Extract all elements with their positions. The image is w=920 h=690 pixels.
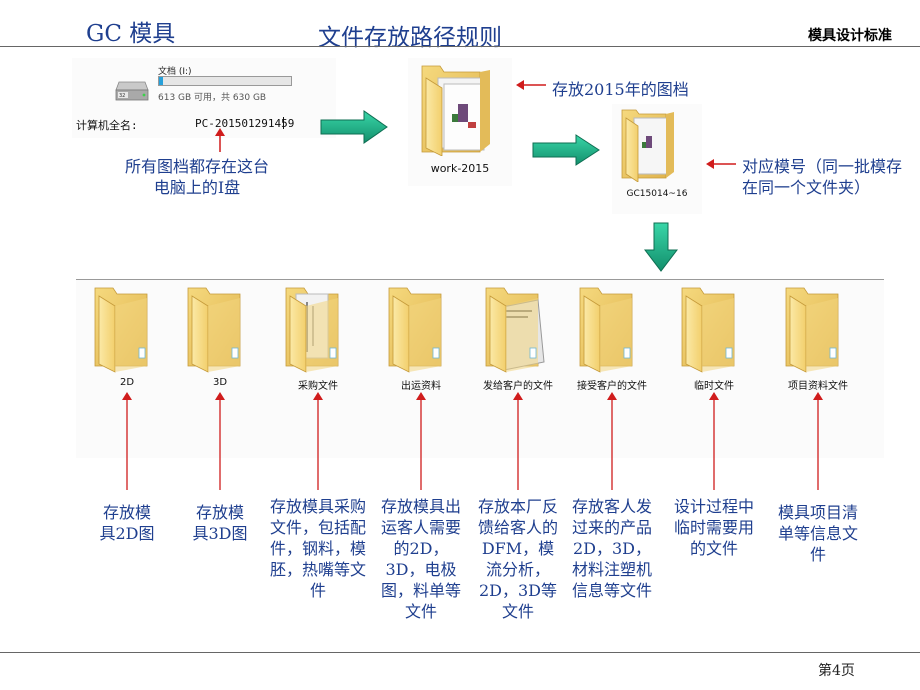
folder-icon[interactable]: [776, 286, 860, 374]
footer-divider: [0, 652, 920, 653]
computer-name-value: PC-201501291459: [195, 117, 295, 130]
standard-label: 模具设计标准: [808, 28, 892, 44]
text-cursor: [283, 117, 284, 129]
folder-description: 设计过程中临时需要用的文件: [673, 497, 754, 558]
folder-description: 存放客人发过来的产品2D，3D，材料注塑机信息等文件: [571, 497, 652, 600]
svg-text:32: 32: [119, 93, 125, 99]
mold-folder-icon[interactable]: [620, 108, 680, 182]
folder-description: 存放模具采购文件，包括配件，钢料，模胚，热嘴等文件: [269, 497, 366, 600]
folder-description: 存放模具3D图: [192, 503, 248, 543]
work-folder-label: work-2015: [430, 162, 490, 175]
folder-label: 2D: [119, 377, 135, 388]
folder-label: 出运资料: [401, 381, 441, 392]
red-arrow-up-icon: [312, 392, 324, 490]
folder-label: 项目资料文件: [788, 381, 848, 392]
red-arrow-up-icon: [606, 392, 618, 490]
folder-description: 模具项目清单等信息文件: [777, 503, 858, 564]
red-arrow-left-icon: [516, 78, 546, 92]
flow-arrow-right-icon: [320, 110, 388, 144]
red-arrow-up-icon: [512, 392, 524, 490]
folder-icon[interactable]: [85, 286, 169, 374]
folder-icon[interactable]: [276, 286, 360, 374]
folder-icon[interactable]: [570, 286, 654, 374]
work-note: 存放2015年的图档: [552, 80, 689, 99]
red-arrow-left-icon: [706, 157, 736, 171]
folder-icon[interactable]: [672, 286, 756, 374]
flow-arrow-down-icon: [644, 222, 678, 272]
folder-description: 存放模具2D图: [99, 503, 155, 543]
drive-icon: 32: [115, 76, 149, 102]
drive-note: 所有图档都存在这台电脑上的I盘: [124, 157, 269, 197]
folder-icon[interactable]: [379, 286, 463, 374]
company-name: GC 模具: [86, 21, 176, 47]
drive-usage-bar: [158, 76, 292, 86]
folder-label: 采购文件: [298, 381, 338, 392]
subfolder-divider: [76, 279, 884, 280]
red-arrow-up-icon: [415, 392, 427, 490]
header-divider: [0, 46, 920, 47]
folder-label: 发给客户的文件: [483, 381, 553, 392]
folder-label: 接受客户的文件: [577, 381, 647, 392]
drive-space-text: 613 GB 可用，共 630 GB: [158, 93, 267, 103]
drive-usage-fill: [159, 77, 163, 85]
mold-note: 对应模号（同一批模存在同一个文件夹）: [742, 157, 903, 197]
work-folder-icon[interactable]: [418, 64, 498, 156]
page-number: 第4页: [818, 663, 855, 679]
drive-name: 文档 (I:): [158, 67, 192, 77]
computer-name-label: 计算机全名:: [76, 119, 138, 132]
mold-folder-label: GC15014~16: [626, 189, 688, 199]
folder-description: 存放模具出运客人需要的2D，3D，电极图，料单等文件: [381, 497, 462, 621]
red-arrow-up-icon: [708, 392, 720, 490]
red-arrow-up-icon: [214, 392, 226, 490]
flow-arrow-right-icon: [532, 134, 600, 166]
folder-description: 存放本厂反馈给客人的DFM，模流分析，2D，3D等文件: [477, 497, 558, 621]
folder-icon[interactable]: [476, 286, 560, 374]
red-arrow-up-icon: [212, 128, 228, 154]
red-arrow-up-icon: [812, 392, 824, 490]
folder-icon[interactable]: [178, 286, 262, 374]
red-arrow-up-icon: [121, 392, 133, 490]
folder-label: 临时文件: [694, 381, 734, 392]
folder-label: 3D: [212, 377, 228, 388]
